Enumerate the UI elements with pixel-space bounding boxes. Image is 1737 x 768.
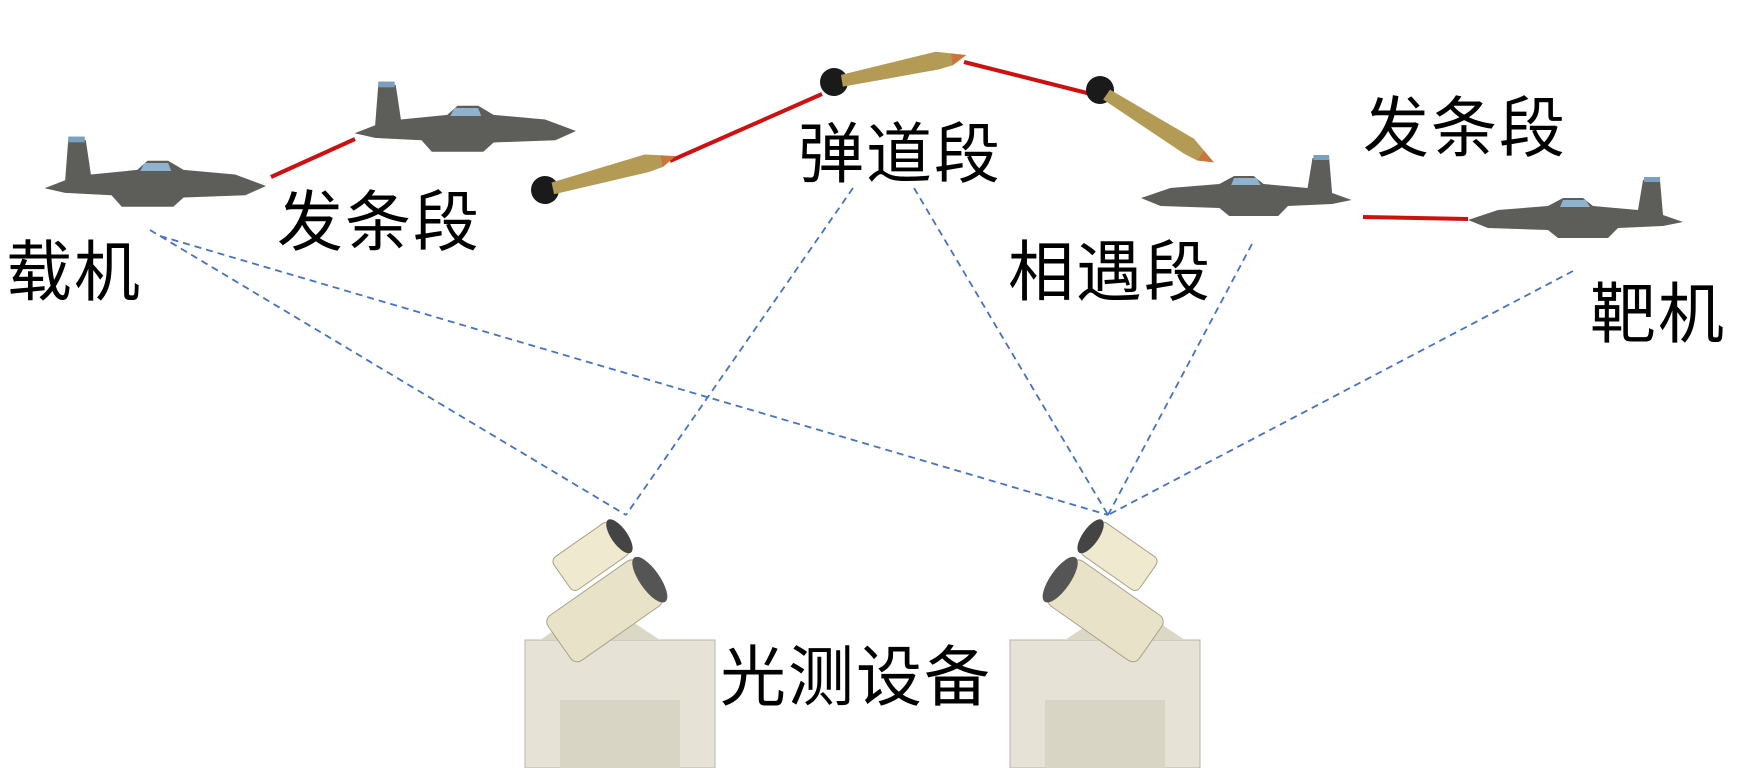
trajectory-segment [963,60,1092,96]
label-optical-equipment: 光测设备 [720,639,992,716]
trajectory-lines [270,60,1469,221]
sightline-encounter-right [1107,243,1253,516]
label-carrier: 载机 [6,234,142,311]
missile-icon [1080,70,1219,179]
carrier-aircraft-icon [44,136,267,207]
sightline-ballistic-right [913,187,1109,516]
aircraft-launch-icon [354,81,576,152]
sight-lines [149,187,1574,516]
label-launch-right: 发条段 [1363,90,1567,167]
label-encounter: 相遇段 [1008,234,1212,311]
optical-equipment-right-icon [1009,519,1201,768]
sightline-carrier-right [159,235,1109,516]
trajectory-segment [1362,215,1469,221]
label-launch-left: 发条段 [277,184,481,261]
sightline-ballistic-left [625,187,854,516]
aircraft-encounter-icon [1141,155,1352,216]
sightline-target-right [1107,270,1574,516]
missile-icon [817,47,970,99]
trajectory-segment [669,92,823,163]
missile-icon [528,148,680,207]
label-target: 靶机 [1590,276,1726,353]
label-ballistic: 弹道段 [798,116,1002,193]
optical-equipment-left-icon [524,519,716,768]
target-aircraft-icon [1468,177,1683,238]
sightline-carrier-left [149,229,627,516]
trajectory-segment [270,137,356,179]
